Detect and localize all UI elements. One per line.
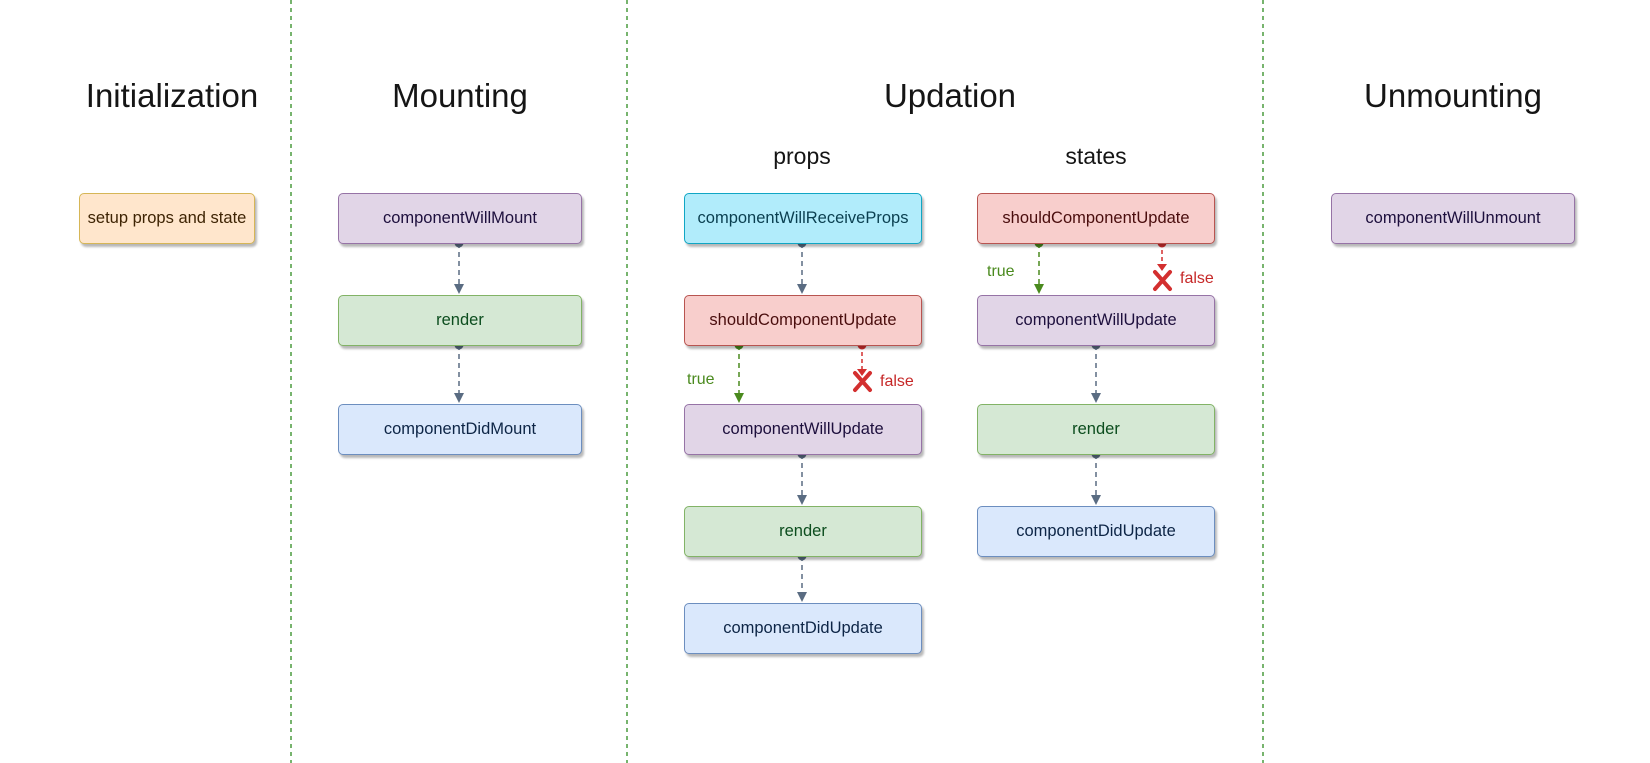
- phase-title-unmounting: Unmounting: [1364, 77, 1542, 114]
- subphase-title-props: props: [773, 143, 831, 169]
- phase-title-mounting: Mounting: [392, 77, 528, 114]
- edge-label-states-true: true: [987, 263, 1015, 280]
- node-props-component-did-update: componentDidUpdate: [684, 603, 922, 654]
- subphase-title-states: states: [1065, 143, 1127, 169]
- phase-title-initialization: Initialization: [85, 77, 259, 114]
- node-component-will-receive-props: componentWillReceiveProps: [684, 193, 922, 244]
- node-states-should-component-update: shouldComponentUpdate: [977, 193, 1215, 244]
- node-component-will-mount: componentWillMount: [338, 193, 582, 244]
- edge-label-props-true: true: [687, 371, 715, 388]
- node-component-did-mount: componentDidMount: [338, 404, 582, 455]
- node-states-component-will-update: componentWillUpdate: [977, 295, 1215, 346]
- node-props-render: render: [684, 506, 922, 557]
- node-states-render: render: [977, 404, 1215, 455]
- node-mount-render: render: [338, 295, 582, 346]
- node-setup-props-and-state: setup props and state: [79, 193, 255, 244]
- false-arrowhead: [857, 369, 867, 376]
- phase-title-updation: Updation: [883, 77, 1017, 114]
- cross-icon: [853, 371, 872, 392]
- edge-label-states-false: false: [1180, 270, 1214, 287]
- edge-label-props-false: false: [880, 373, 914, 390]
- cross-icon: [1153, 270, 1172, 291]
- node-states-component-did-update: componentDidUpdate: [977, 506, 1215, 557]
- node-component-will-unmount: componentWillUnmount: [1331, 193, 1575, 244]
- node-props-should-component-update: shouldComponentUpdate: [684, 295, 922, 346]
- false-arrowhead: [1157, 264, 1167, 271]
- node-props-component-will-update: componentWillUpdate: [684, 404, 922, 455]
